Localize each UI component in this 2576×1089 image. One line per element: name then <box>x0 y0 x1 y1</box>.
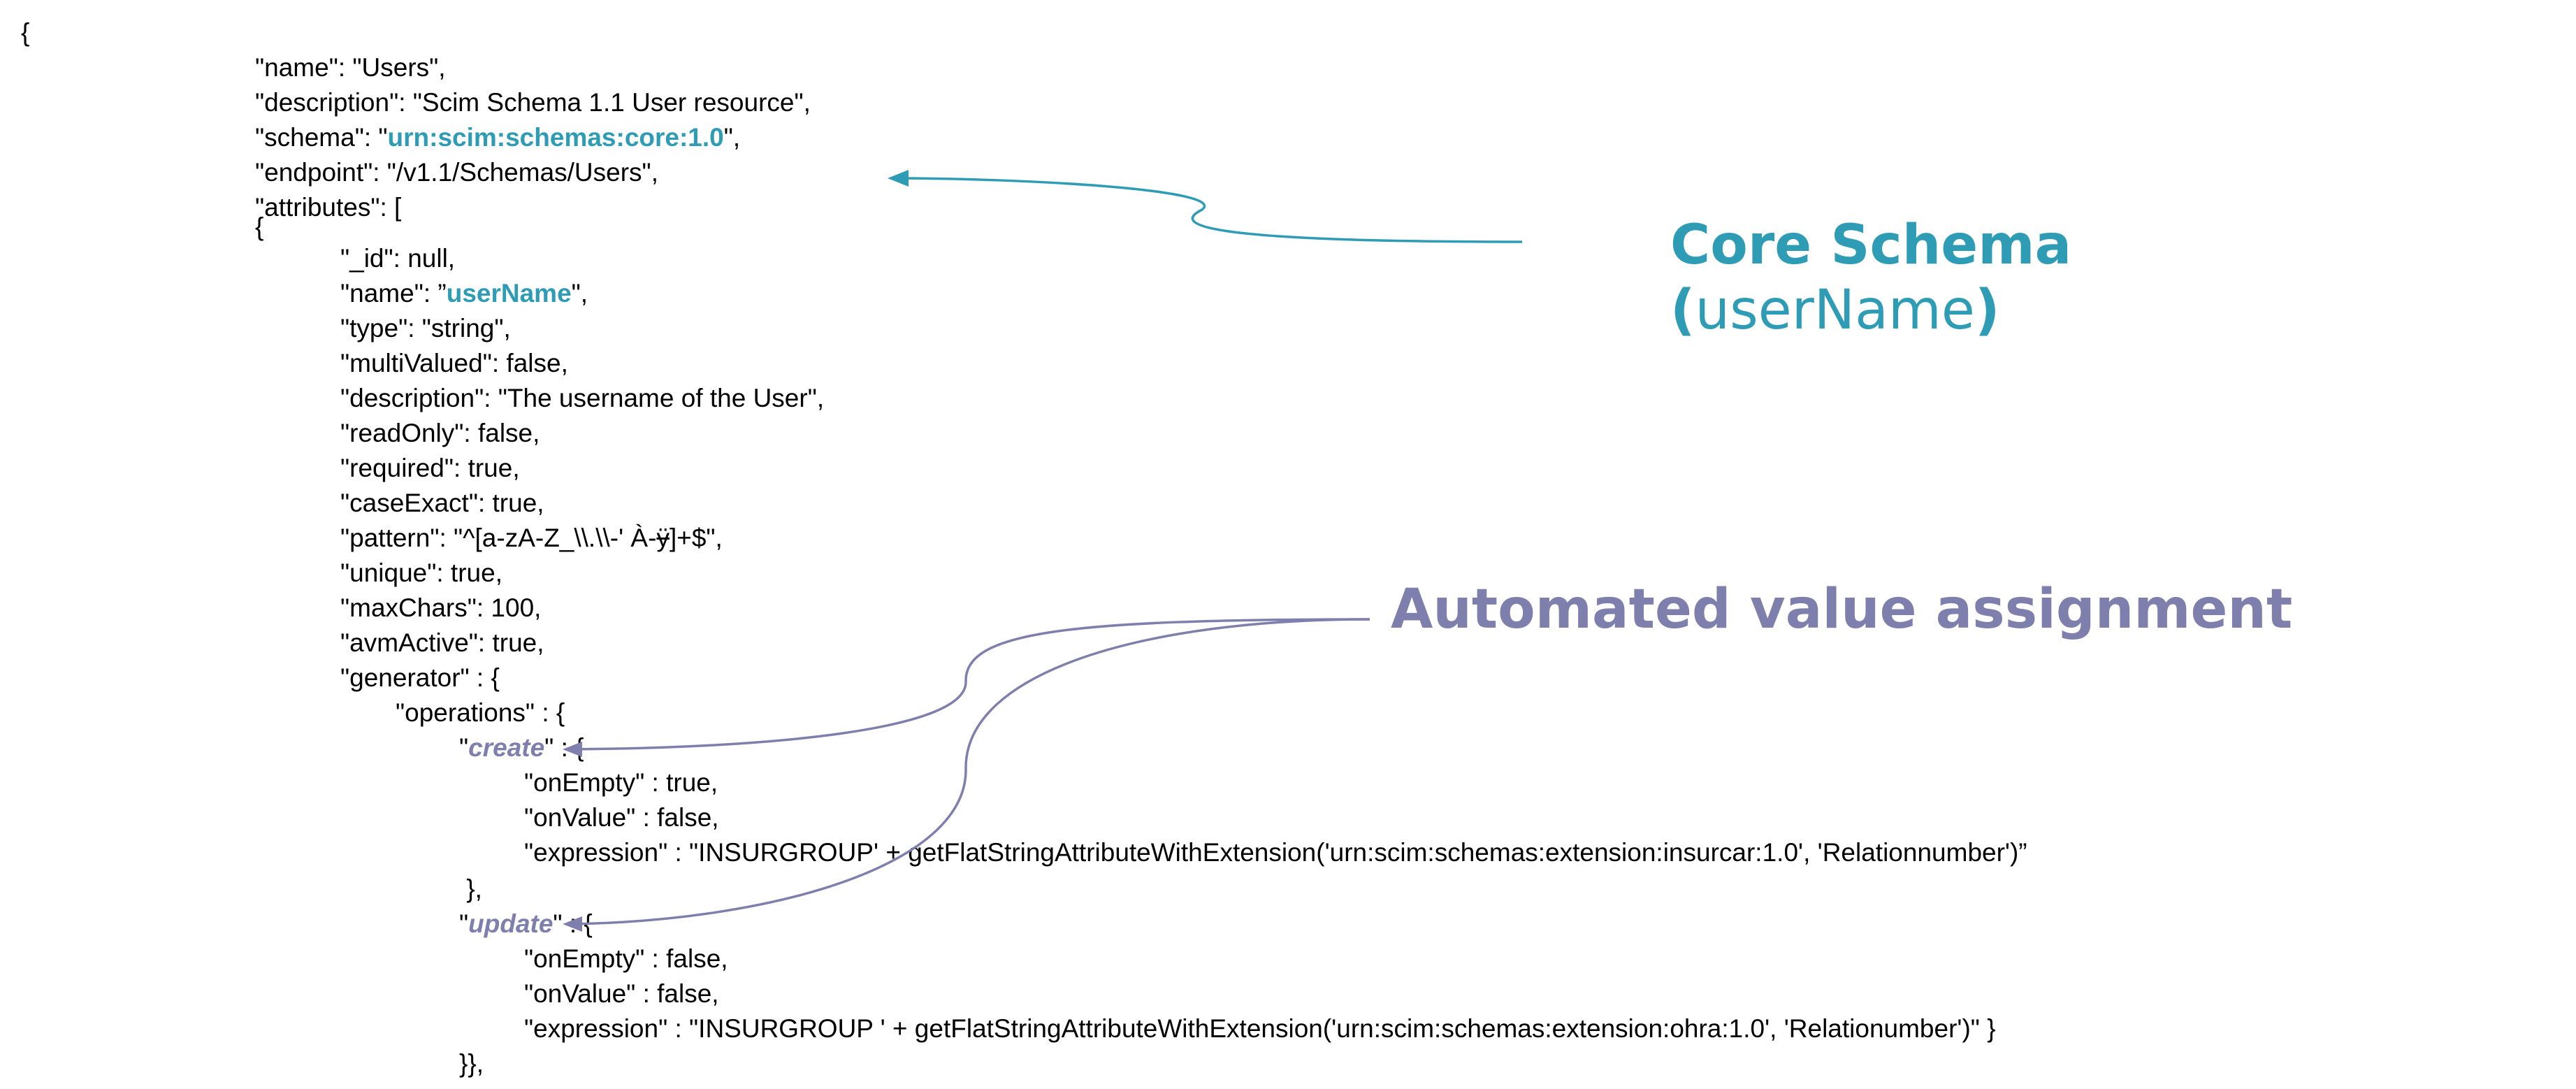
code-text: " : { <box>544 733 584 762</box>
code-text: "avmActive": true, <box>340 628 544 657</box>
automated-value-assignment-title: Automated value assignment <box>1391 578 2293 641</box>
code-text: "multiValued": false, <box>340 349 568 377</box>
code-line: "maxChars": 100, <box>340 593 541 623</box>
code-text: "schema": " <box>255 123 388 152</box>
code-line: "generator" : { <box>340 663 500 693</box>
open-paren: ( <box>1670 279 1695 342</box>
code-text: "pattern": "^[a-zA-Z_\\.\\-' À- <box>340 524 657 552</box>
code-text: "required": true, <box>340 454 520 482</box>
code-line: "description": "Scim Schema 1.1 User res… <box>255 87 811 118</box>
code-text: "endpoint": "/v1.1/Schemas/Users", <box>255 158 658 187</box>
code-line: "name": "Users", <box>255 52 446 83</box>
highlighted-value: urn:scim:schemas:core:1.0 <box>387 123 724 152</box>
code-line: "create" : { <box>459 733 584 763</box>
code-line: "name": ”userName", <box>340 278 588 309</box>
code-line: "caseExact": true, <box>340 488 544 519</box>
code-text: "description": "Scim Schema 1.1 User res… <box>255 88 811 117</box>
code-text: "operations" : { <box>396 698 565 727</box>
code-line: "required": true, <box>340 453 520 484</box>
code-text: "onEmpty" : false, <box>524 944 728 973</box>
code-text: { <box>255 212 264 241</box>
code-line: "onValue" : false, <box>524 802 719 833</box>
code-text: " : { <box>553 909 593 938</box>
code-text: "_id": null, <box>340 244 456 273</box>
code-text: ", <box>571 279 588 308</box>
code-text: "onEmpty" : true, <box>524 768 718 797</box>
code-text: "onValue" : false, <box>524 803 719 832</box>
code-text: "name": ” <box>340 279 447 308</box>
code-text: "expression" : "INSURGROUP ' + getFlatSt… <box>524 1014 1996 1043</box>
operation-keyword: update <box>468 909 553 938</box>
code-text: "caseExact": true, <box>340 489 544 517</box>
code-line: "unique": true, <box>340 558 502 589</box>
code-line: { <box>21 17 29 48</box>
code-line: "onEmpty" : true, <box>524 767 718 798</box>
core-schema-title: Core Schema <box>1670 214 2072 277</box>
code-line: "onValue" : false, <box>524 979 719 1009</box>
close-paren: ) <box>1974 279 2000 342</box>
code-text: "generator" : { <box>340 663 500 692</box>
code-line: "avmActive": true, <box>340 628 544 658</box>
code-line: "attributes": [ <box>255 192 401 223</box>
operation-keyword: create <box>468 733 545 762</box>
code-line: "expression" : "INSURGROUP ' + getFlatSt… <box>524 1014 1996 1044</box>
code-text: "maxChars": 100, <box>340 593 542 622</box>
code-text: "description": "The username of the User… <box>340 384 825 412</box>
code-text: ", <box>723 123 741 152</box>
code-line: "type": "string", <box>340 313 511 344</box>
code-line: "operations" : { <box>396 698 565 728</box>
code-line: }}, <box>459 1048 484 1079</box>
code-line: "expression" : "INSURGROUP' + getFlatStr… <box>524 837 2027 868</box>
code-line: "update" : { <box>459 909 593 939</box>
code-line: "pattern": "^[a-zA-Z_\\.\\-' À-ÿ]+$", <box>340 523 723 554</box>
code-line: "schema": "urn:scim:schemas:core:1.0", <box>255 122 740 153</box>
code-text: ]+$", <box>669 524 723 552</box>
code-text: "onValue" : false, <box>524 979 719 1008</box>
code-line: "endpoint": "/v1.1/Schemas/Users", <box>255 157 658 188</box>
code-text: "expression" : "INSURGROUP' + getFlatStr… <box>524 838 2027 867</box>
code-text: "unique": true, <box>340 558 502 587</box>
code-line: "_id": null, <box>340 243 455 274</box>
code-line: }, <box>459 874 482 904</box>
code-text: "type": "string", <box>340 314 511 342</box>
code-text: "readOnly": false, <box>340 419 540 447</box>
code-line: "description": "The username of the User… <box>340 383 824 414</box>
code-line: "readOnly": false, <box>340 418 540 449</box>
code-text: }, <box>459 874 482 903</box>
code-text: " <box>459 909 469 938</box>
code-text: { <box>21 18 30 47</box>
code-line: { <box>255 212 263 243</box>
highlighted-value: userName <box>446 279 572 308</box>
code-line: "multiValued": false, <box>340 348 568 379</box>
code-text: "attributes": [ <box>255 193 402 222</box>
code-line: "onEmpty" : false, <box>524 944 728 974</box>
struck-character: ÿ <box>656 524 670 552</box>
core-schema-subtitle: (userName) <box>1670 278 2000 342</box>
code-text: }}, <box>459 1049 484 1078</box>
core-schema-attribute: userName <box>1695 279 1975 342</box>
code-text: " <box>459 733 469 762</box>
code-text: "name": "Users", <box>255 53 446 82</box>
